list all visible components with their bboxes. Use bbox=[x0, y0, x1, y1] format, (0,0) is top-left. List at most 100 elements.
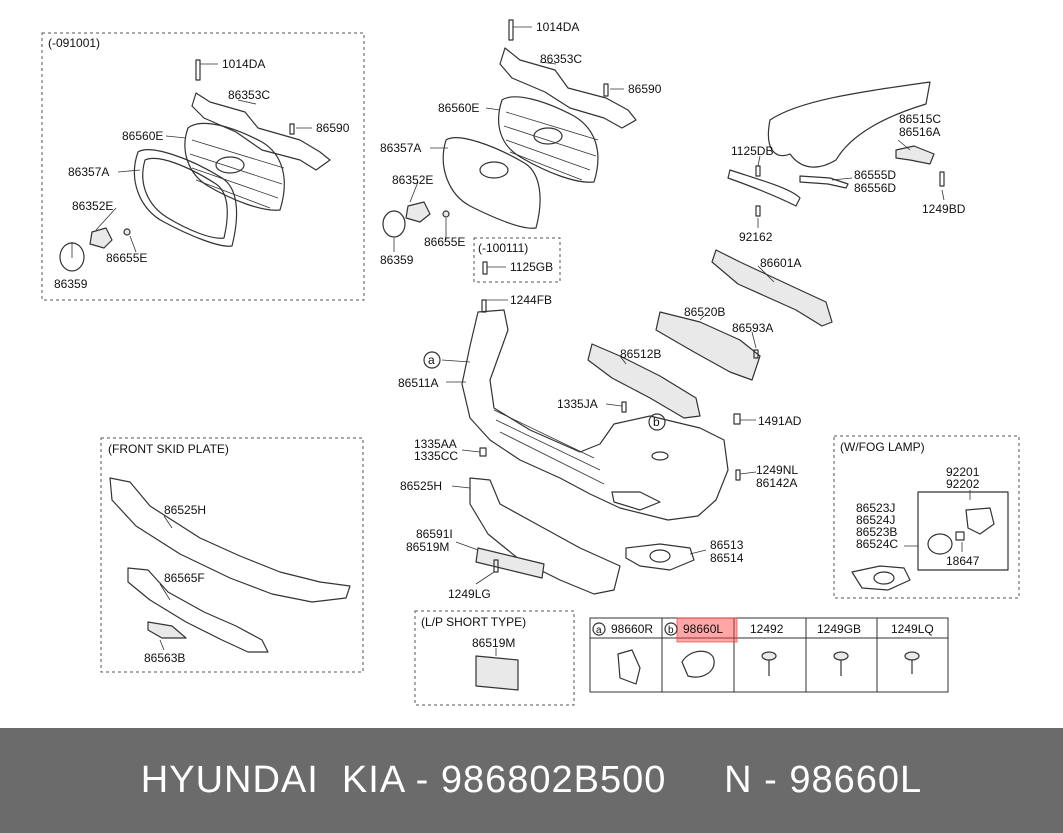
screw-1014da-early bbox=[195, 59, 201, 81]
label-86519m: 86519M bbox=[406, 540, 449, 554]
label-86514: 86514 bbox=[710, 551, 744, 565]
label-1335ja: 1335JA bbox=[557, 397, 598, 411]
fog-cover-ring-lamp bbox=[873, 571, 895, 585]
label-86563b: 86563B bbox=[144, 651, 185, 665]
beam-group bbox=[587, 249, 833, 419]
late-clip-box bbox=[473, 237, 561, 283]
fog-cover-ring bbox=[649, 549, 671, 563]
fog-lamp-92201 bbox=[927, 533, 953, 555]
label-86565f: 86565F bbox=[164, 571, 205, 585]
label-1491ad: 1491AD bbox=[758, 414, 802, 428]
legend-cap-98660r-icon bbox=[617, 649, 641, 685]
skid-plate-86525h bbox=[469, 477, 621, 595]
bumper-hole bbox=[651, 451, 669, 461]
grille-emblem-seat bbox=[533, 127, 563, 145]
lp-short-type-box-title: (L/P SHORT TYPE) bbox=[421, 615, 526, 629]
screw-1244fb bbox=[481, 299, 487, 313]
emblem-86352e bbox=[405, 201, 431, 223]
plate-86519m-short bbox=[475, 655, 519, 691]
label-86357a: 86357A bbox=[380, 141, 421, 155]
part-number-footer: HYUNDAI KIA - 986802B500 N - 98660L bbox=[0, 728, 1063, 833]
label-86655e: 86655E bbox=[424, 235, 465, 249]
label-86591i: 86591I bbox=[416, 527, 453, 541]
fog-lamp-bracket bbox=[965, 507, 995, 535]
skid-plate-box-contents bbox=[109, 477, 351, 653]
clip-86655e-early bbox=[123, 228, 131, 236]
fog-cover-86513 bbox=[625, 543, 695, 571]
parts-diagram: (-091001) (FRONT SKID PLATE) (W/FOG LAMP… bbox=[41, 19, 1020, 706]
grille-bracket-86353c bbox=[499, 47, 637, 129]
fog-cover-86523j bbox=[851, 565, 911, 591]
label-92162: 92162 bbox=[739, 230, 773, 244]
label-1249nl: 1249NL bbox=[756, 463, 798, 477]
emblem-86352e-early bbox=[89, 227, 113, 249]
skid-86565f bbox=[127, 567, 269, 653]
label-86523j: 86523J bbox=[856, 501, 895, 515]
legend-marker-b: b bbox=[668, 625, 674, 636]
clip-1335aa bbox=[479, 447, 487, 457]
label-86359: 86359 bbox=[380, 253, 414, 267]
screw-1125gb bbox=[482, 261, 488, 275]
grille-molding-86357a bbox=[442, 137, 541, 229]
screw-1125db bbox=[755, 165, 761, 177]
grille-bars-early bbox=[189, 139, 285, 209]
skid-plate-86525h-box bbox=[109, 477, 351, 603]
legend-marker-b-circle bbox=[664, 622, 678, 636]
callout-a-marker bbox=[423, 351, 441, 369]
fog-lamp-box-contents bbox=[851, 490, 1009, 591]
label-1335aa: 1335AA bbox=[414, 437, 457, 451]
label-86142a: 86142A bbox=[756, 476, 797, 490]
label-86525h-skid: 86525H bbox=[164, 503, 206, 517]
lp-short-type-box bbox=[414, 610, 575, 706]
label-1249bd: 1249BD bbox=[922, 202, 966, 216]
label-86593a: 86593A bbox=[732, 321, 773, 335]
legend-code-1249gb: 1249GB bbox=[817, 622, 861, 636]
screw-1249bd bbox=[939, 171, 945, 187]
skid-plate-box-title: (FRONT SKID PLATE) bbox=[108, 442, 229, 456]
part-number-text: HYUNDAI KIA - 986802B500 N - 98660L bbox=[140, 759, 923, 801]
bracket-86515c bbox=[895, 145, 935, 165]
grille-emblem-seat-early bbox=[215, 156, 245, 174]
legend-marker-a-circle bbox=[592, 622, 606, 636]
label-86590-early: 86590 bbox=[316, 121, 350, 135]
label-86655e-early: 86655E bbox=[106, 251, 147, 265]
legend-code-98660l: 98660L bbox=[683, 622, 723, 636]
label-86556d: 86556D bbox=[854, 181, 896, 195]
lower-parts-group bbox=[451, 477, 707, 595]
screw-1014da bbox=[508, 19, 514, 41]
clip-86590-early bbox=[289, 123, 295, 135]
screw-1249lg bbox=[493, 559, 499, 573]
bulb-18647 bbox=[955, 531, 965, 541]
label-86353c-early: 86353C bbox=[228, 88, 270, 102]
fender-outline bbox=[767, 81, 931, 168]
clip-86593a bbox=[753, 349, 759, 359]
label-86516a: 86516A bbox=[899, 125, 940, 139]
label-86359-early: 86359 bbox=[54, 277, 88, 291]
late-clip-box-title: (-100111) bbox=[478, 241, 528, 255]
grille-bracket-86353c-early bbox=[191, 92, 331, 171]
beam-86601a bbox=[711, 249, 833, 327]
callout-a-letter: a bbox=[428, 353, 435, 367]
label-1125db: 1125DB bbox=[731, 144, 773, 158]
bracket-86555d bbox=[799, 175, 849, 189]
label-86520b: 86520B bbox=[684, 305, 725, 319]
label-86511a: 86511A bbox=[398, 376, 438, 390]
bumper-cover-group bbox=[441, 299, 757, 521]
label-86601a: 86601A bbox=[760, 256, 801, 270]
fog-lamp-box-title: (W/FOG LAMP) bbox=[840, 440, 925, 454]
molding-emblem-seat bbox=[479, 161, 509, 179]
early-grille-group bbox=[59, 59, 331, 272]
absorber-86520b bbox=[655, 311, 761, 381]
label-86512b: 86512B bbox=[620, 347, 661, 361]
label-1014da-early: 1014DA bbox=[222, 57, 265, 71]
label-86352e-early: 86352E bbox=[72, 199, 113, 213]
fog-lamp-detail-frame bbox=[917, 491, 1009, 571]
upper-right-group bbox=[727, 81, 945, 228]
label-86523b: 86523B bbox=[856, 525, 897, 539]
legend-code-12492: 12492 bbox=[750, 622, 784, 636]
skid-bracket-86563b bbox=[147, 621, 187, 639]
plate-86519m bbox=[475, 547, 545, 579]
label-92201: 92201 bbox=[946, 465, 980, 479]
legend-cap-98660l-icon bbox=[681, 650, 715, 678]
label-86524c: 86524C bbox=[856, 537, 898, 551]
